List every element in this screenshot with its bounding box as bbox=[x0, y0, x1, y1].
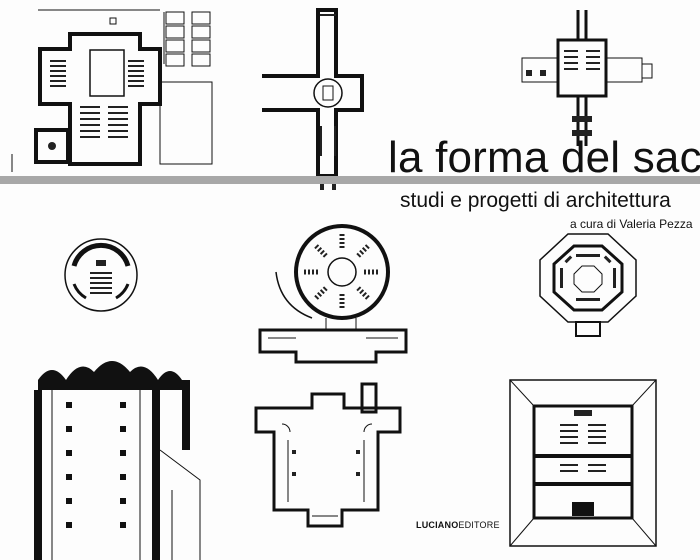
book-subtitle: studi e progetti di architettura bbox=[400, 189, 671, 212]
floor-plan-parish-complex bbox=[252, 380, 402, 530]
book-title: la forma del sacro bbox=[388, 133, 700, 182]
publisher-name-strong: LUCIANO bbox=[416, 520, 459, 530]
editor-credit: a cura di Valeria Pezza bbox=[570, 217, 693, 231]
floor-plan-basilica-drawing bbox=[34, 361, 201, 560]
floor-plan-basilica bbox=[32, 350, 202, 560]
floor-plan-round-chapel bbox=[60, 236, 142, 314]
floor-plan-greek-cross-drawing bbox=[262, 8, 364, 190]
title-band bbox=[0, 176, 700, 184]
floor-plan-parish-complex-drawing bbox=[254, 382, 402, 528]
floor-plan-hall-church-drawing bbox=[509, 379, 657, 547]
floor-plan-octagonal-chapel-drawing bbox=[539, 233, 637, 337]
floor-plan-small-cross bbox=[512, 6, 660, 150]
floor-plan-circular-church bbox=[256, 222, 412, 366]
floor-plan-hall-church bbox=[508, 378, 658, 548]
floor-plan-circular-church-drawing bbox=[258, 224, 408, 364]
floor-plan-cross-church-drawing bbox=[11, 9, 213, 172]
floor-plan-small-cross-drawing bbox=[521, 10, 653, 146]
publisher-logo: LUCIANOEDITORE bbox=[416, 520, 500, 530]
floor-plan-cross-church bbox=[10, 4, 218, 172]
floor-plan-round-chapel-drawing bbox=[64, 238, 138, 312]
publisher-name-light: EDITORE bbox=[458, 520, 500, 530]
floor-plan-octagonal-chapel bbox=[538, 232, 638, 338]
floor-plan-greek-cross bbox=[262, 6, 378, 194]
